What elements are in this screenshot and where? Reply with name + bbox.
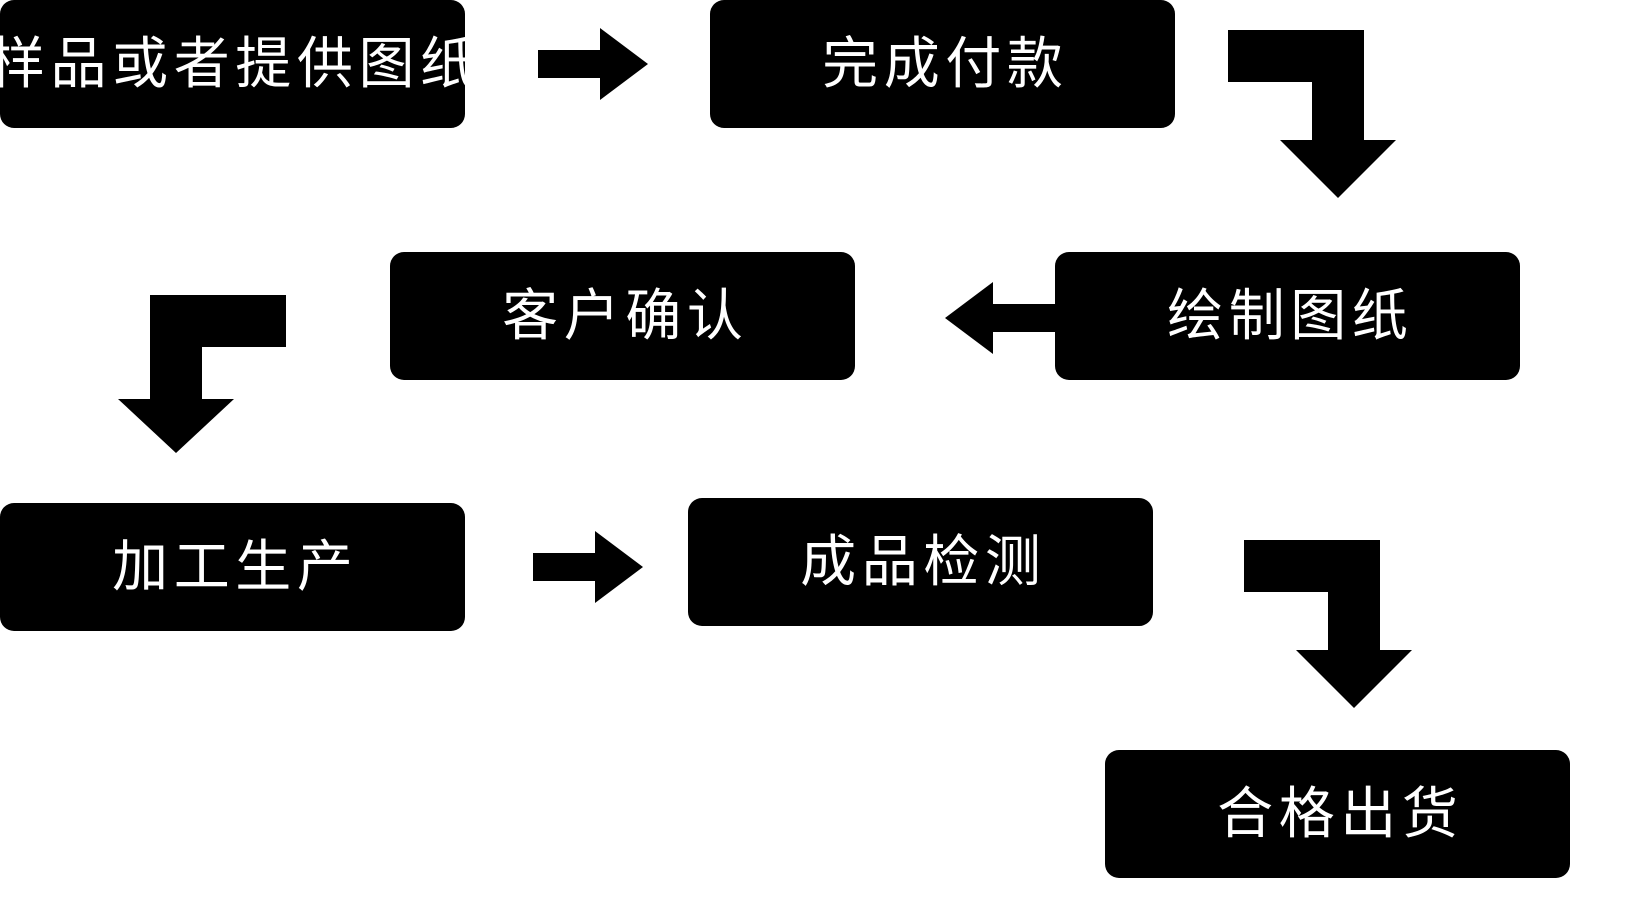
flow-node-label: 加工生产 — [112, 535, 359, 599]
arrow-elbow-payment-to-drawing — [1228, 30, 1396, 198]
flow-node-qualified-shipment[interactable]: 合格出货 — [1105, 750, 1570, 878]
arrow-left-icon — [945, 282, 1055, 354]
flow-node-sample-or-drawing[interactable]: 样品或者提供图纸 — [0, 0, 476, 128]
flow-node-label: 完成付款 — [822, 32, 1069, 96]
arrow-right-sample-to-payment — [538, 28, 648, 100]
arrow-right-production-to-inspection — [533, 531, 643, 603]
flow-node-label: 客户确认 — [502, 284, 749, 348]
arrow-left-then-down-icon — [118, 295, 286, 453]
flow-node-customer-confirmation[interactable]: 客户确认 — [390, 252, 855, 380]
flow-node-label: 绘制图纸 — [1167, 284, 1414, 348]
arrow-elbow-confirm-to-production — [118, 295, 286, 453]
flow-node-label: 成品检测 — [800, 530, 1047, 594]
arrow-right-icon — [538, 28, 648, 100]
flow-node-label: 样品或者提供图纸 — [0, 32, 482, 96]
flow-node-finished-product-inspection[interactable]: 成品检测 — [688, 498, 1153, 626]
arrow-right-icon — [533, 531, 643, 603]
flow-node-label: 合格出货 — [1217, 782, 1464, 846]
arrow-right-then-down-icon — [1228, 30, 1396, 198]
flow-node-processing-production[interactable]: 加工生产 — [0, 503, 465, 631]
arrow-left-drawing-to-confirm — [945, 282, 1055, 354]
flow-node-draw-drawings[interactable]: 绘制图纸 — [1055, 252, 1520, 380]
arrow-right-then-down-icon — [1244, 540, 1412, 708]
flow-node-complete-payment[interactable]: 完成付款 — [710, 0, 1175, 128]
arrow-elbow-inspection-to-shipment — [1244, 540, 1412, 708]
